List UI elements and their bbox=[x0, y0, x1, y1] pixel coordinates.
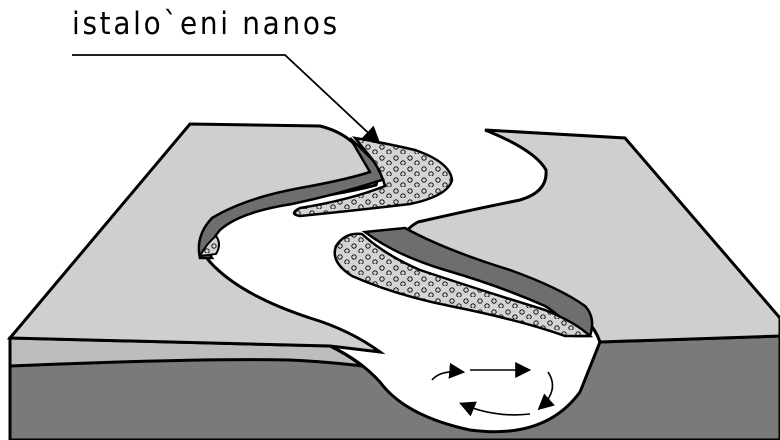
flow-circulation-arrows bbox=[432, 370, 553, 415]
right-terrain bbox=[407, 130, 780, 342]
left-terrain bbox=[10, 124, 380, 352]
arrow-down-right bbox=[540, 372, 553, 408]
arrow-left-bottom bbox=[462, 404, 530, 415]
arrow-down-left bbox=[432, 372, 462, 380]
